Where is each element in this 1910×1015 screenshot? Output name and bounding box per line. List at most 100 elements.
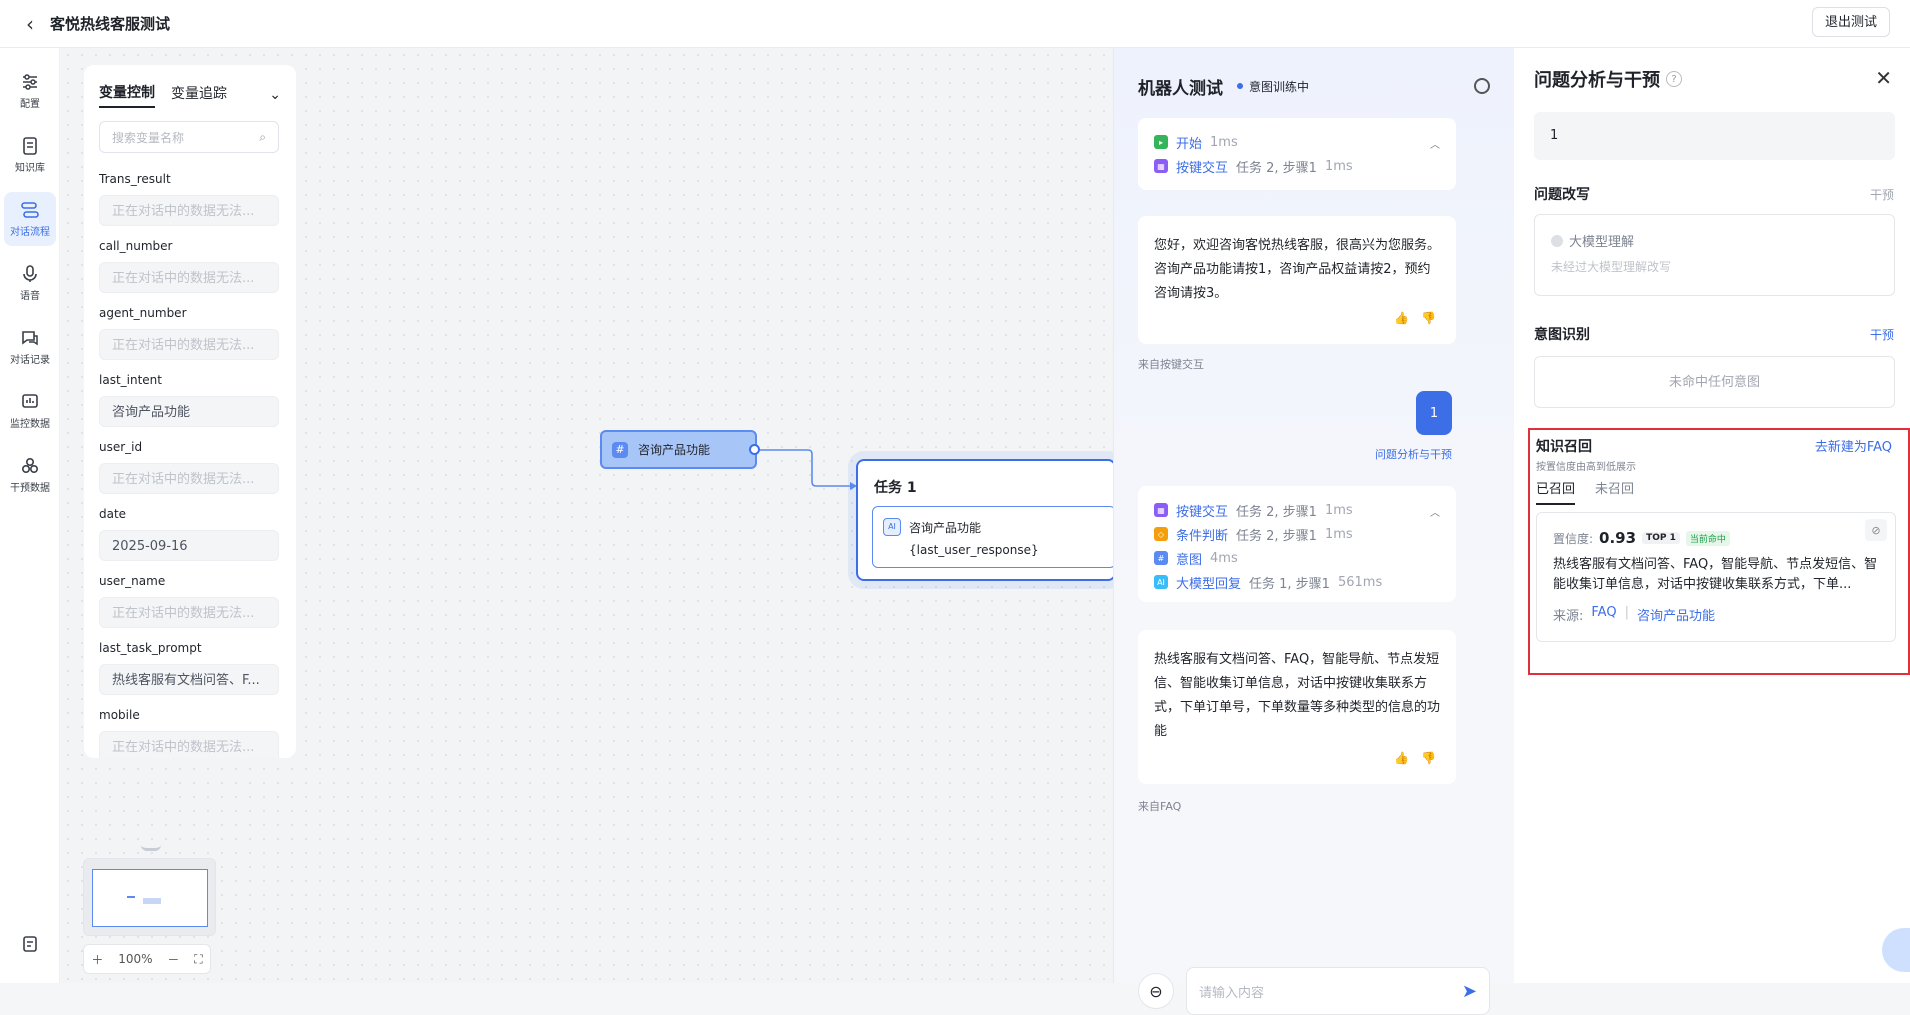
- user-message: 1: [1416, 391, 1452, 435]
- trace-ms: 1ms: [1210, 134, 1238, 150]
- intent-intervene-button[interactable]: 干预: [1869, 327, 1894, 342]
- nav-item-records[interactable]: 对话记录: [4, 320, 56, 374]
- intent-node[interactable]: # 咨询产品功能: [600, 430, 757, 469]
- variable-value-field[interactable]: 2025-09-16: [99, 530, 279, 561]
- variable-value-field[interactable]: 正在对话中的数据无法...: [99, 195, 279, 226]
- trace-name[interactable]: 按键交互: [1176, 160, 1229, 176]
- nav-item-intervene[interactable]: 干预数据: [4, 448, 56, 502]
- chat-input-placeholder: 请输入内容: [1199, 985, 1265, 1001]
- task-step-label: 咨询产品功能{last_user_response}: [909, 521, 1039, 557]
- minimap-viewport[interactable]: [92, 869, 208, 927]
- nav-label: 对话记录: [10, 355, 50, 366]
- help-icon[interactable]: ?: [1666, 71, 1682, 87]
- monitor-icon: [22, 394, 38, 408]
- thumbs-up-icon[interactable]: 👍: [1394, 751, 1410, 765]
- left-nav: 配置 知识库 对话流程 语音 对话记录 监控数据 干预数据: [0, 48, 60, 983]
- analysis-panel: 问题分析与干预? ✕ 1 问题改写 干预 大模型理解 未经过大模型理解改写 意图…: [1514, 48, 1910, 983]
- trace-name[interactable]: 按键交互: [1176, 504, 1229, 520]
- zoom-out-icon[interactable]: －: [167, 952, 180, 967]
- nav-label: 干预数据: [10, 483, 50, 494]
- trace-name[interactable]: 意图: [1176, 552, 1203, 568]
- feedback: 👍👎: [1394, 746, 1436, 770]
- tab-not-recalled[interactable]: 未召回: [1595, 482, 1635, 497]
- variable-name: last_task_prompt: [99, 641, 202, 655]
- nav-item-voice[interactable]: 语音: [4, 256, 56, 310]
- rewrite-label-text: 大模型理解: [1569, 235, 1635, 250]
- trace-name[interactable]: 大模型回复: [1176, 576, 1242, 592]
- trace-name[interactable]: 条件判断: [1176, 528, 1229, 544]
- rewrite-box: 大模型理解 未经过大模型理解改写: [1534, 214, 1895, 296]
- variable-value-field[interactable]: 正在对话中的数据无法...: [99, 463, 279, 494]
- exit-test-button[interactable]: 退出测试: [1811, 7, 1890, 37]
- variable-name: agent_number: [99, 306, 187, 320]
- clear-chat-icon[interactable]: ⊖: [1138, 973, 1174, 1009]
- minimap-handle[interactable]: [141, 845, 161, 851]
- variable-value-field[interactable]: 正在对话中的数据无法...: [99, 731, 279, 758]
- fit-view-icon[interactable]: ⛶: [194, 951, 203, 966]
- rewrite-intervene-button[interactable]: 干预: [1869, 187, 1894, 202]
- status-dot: [1237, 83, 1243, 89]
- confidence-row: 置信度: 0.93 TOP 1 当前命中: [1553, 529, 1879, 547]
- task-step[interactable]: AI 咨询产品功能{last_user_response}: [872, 506, 1116, 568]
- minimap[interactable]: [83, 848, 216, 936]
- confidence-label: 置信度:: [1553, 531, 1594, 546]
- collapse-icon[interactable]: ︿: [1430, 140, 1440, 151]
- collapse-icon[interactable]: ︿: [1430, 508, 1440, 519]
- nav-item-flow[interactable]: 对话流程: [4, 192, 56, 246]
- variable-name: last_intent: [99, 373, 162, 387]
- minimap-node: [143, 898, 161, 904]
- nav-item-config[interactable]: 配置: [4, 64, 56, 118]
- query-field[interactable]: 1: [1534, 112, 1895, 160]
- create-faq-link[interactable]: 去新建为FAQ: [1814, 440, 1892, 455]
- list-item: last_intent 咨询产品功能: [99, 370, 279, 437]
- nav-item-knowledge[interactable]: 知识库: [4, 128, 56, 182]
- flow-icon: [21, 202, 39, 218]
- task-node[interactable]: 任务 1 AI 咨询产品功能{last_user_response}: [856, 459, 1116, 581]
- bot-message-text: 热线客服有文档问答、FAQ，智能导航、节点发短信、智能收集订单信息，对话中按键收…: [1154, 652, 1441, 739]
- assistant-avatar[interactable]: [1882, 928, 1910, 972]
- gear-icon[interactable]: [1474, 78, 1490, 94]
- variable-search-input[interactable]: 搜索变量名称 ⌕: [99, 121, 279, 153]
- tab-variable-trace[interactable]: 变量追踪: [171, 86, 227, 102]
- tab-variable-control[interactable]: 变量控制: [99, 82, 155, 108]
- variable-value-field[interactable]: 正在对话中的数据无法...: [99, 262, 279, 293]
- nav-item-docs[interactable]: [4, 928, 56, 960]
- source-name-link[interactable]: 咨询产品功能: [1636, 609, 1715, 624]
- variable-value-field[interactable]: 正在对话中的数据无法...: [99, 597, 279, 628]
- back-arrow-icon[interactable]: ‹: [26, 11, 34, 36]
- flow-connector: [760, 449, 857, 490]
- intent-node-label: 咨询产品功能: [638, 443, 711, 457]
- bot-message: 您好，欢迎咨询客悦热线客服，很高兴为您服务。咨询产品功能请按1，咨询产品权益请按…: [1138, 216, 1456, 344]
- search-icon: ⌕: [259, 129, 266, 144]
- thumbs-up-icon[interactable]: 👍: [1394, 311, 1410, 325]
- rewrite-label: 大模型理解: [1551, 231, 1878, 250]
- nav-item-monitor[interactable]: 监控数据: [4, 384, 56, 438]
- node-output-port[interactable]: [749, 444, 760, 455]
- send-icon[interactable]: ➤: [1461, 980, 1477, 1002]
- recall-heading: 知识召回: [1536, 439, 1592, 455]
- variable-value-field[interactable]: 正在对话中的数据无法...: [99, 329, 279, 360]
- close-icon[interactable]: ✕: [1875, 66, 1892, 90]
- eye-off-icon[interactable]: ⊘: [1865, 519, 1887, 541]
- variable-value-field[interactable]: 咨询产品功能: [99, 396, 279, 427]
- thumbs-down-icon[interactable]: 👎: [1421, 311, 1436, 325]
- trace-name[interactable]: 开始: [1176, 136, 1203, 152]
- analysis-link[interactable]: 问题分析与干预: [1375, 448, 1452, 461]
- list-item: call_number 正在对话中的数据无法...: [99, 236, 279, 303]
- source-type-link[interactable]: FAQ: [1591, 605, 1617, 620]
- zoom-in-icon[interactable]: ＋: [91, 952, 104, 967]
- variable-name: call_number: [99, 239, 173, 253]
- trace-ms: 1ms: [1324, 526, 1353, 542]
- variable-value-field[interactable]: 热线客服有文档问答、F...: [99, 664, 279, 695]
- thumbs-down-icon[interactable]: 👎: [1421, 751, 1436, 765]
- chevron-down-icon[interactable]: ⌄: [269, 87, 281, 103]
- variable-name: user_name: [99, 574, 166, 588]
- chat-input[interactable]: 请输入内容 ➤: [1186, 967, 1490, 1015]
- intent-header: 意图识别 干预: [1534, 324, 1894, 344]
- tab-recalled[interactable]: 已召回: [1536, 478, 1576, 505]
